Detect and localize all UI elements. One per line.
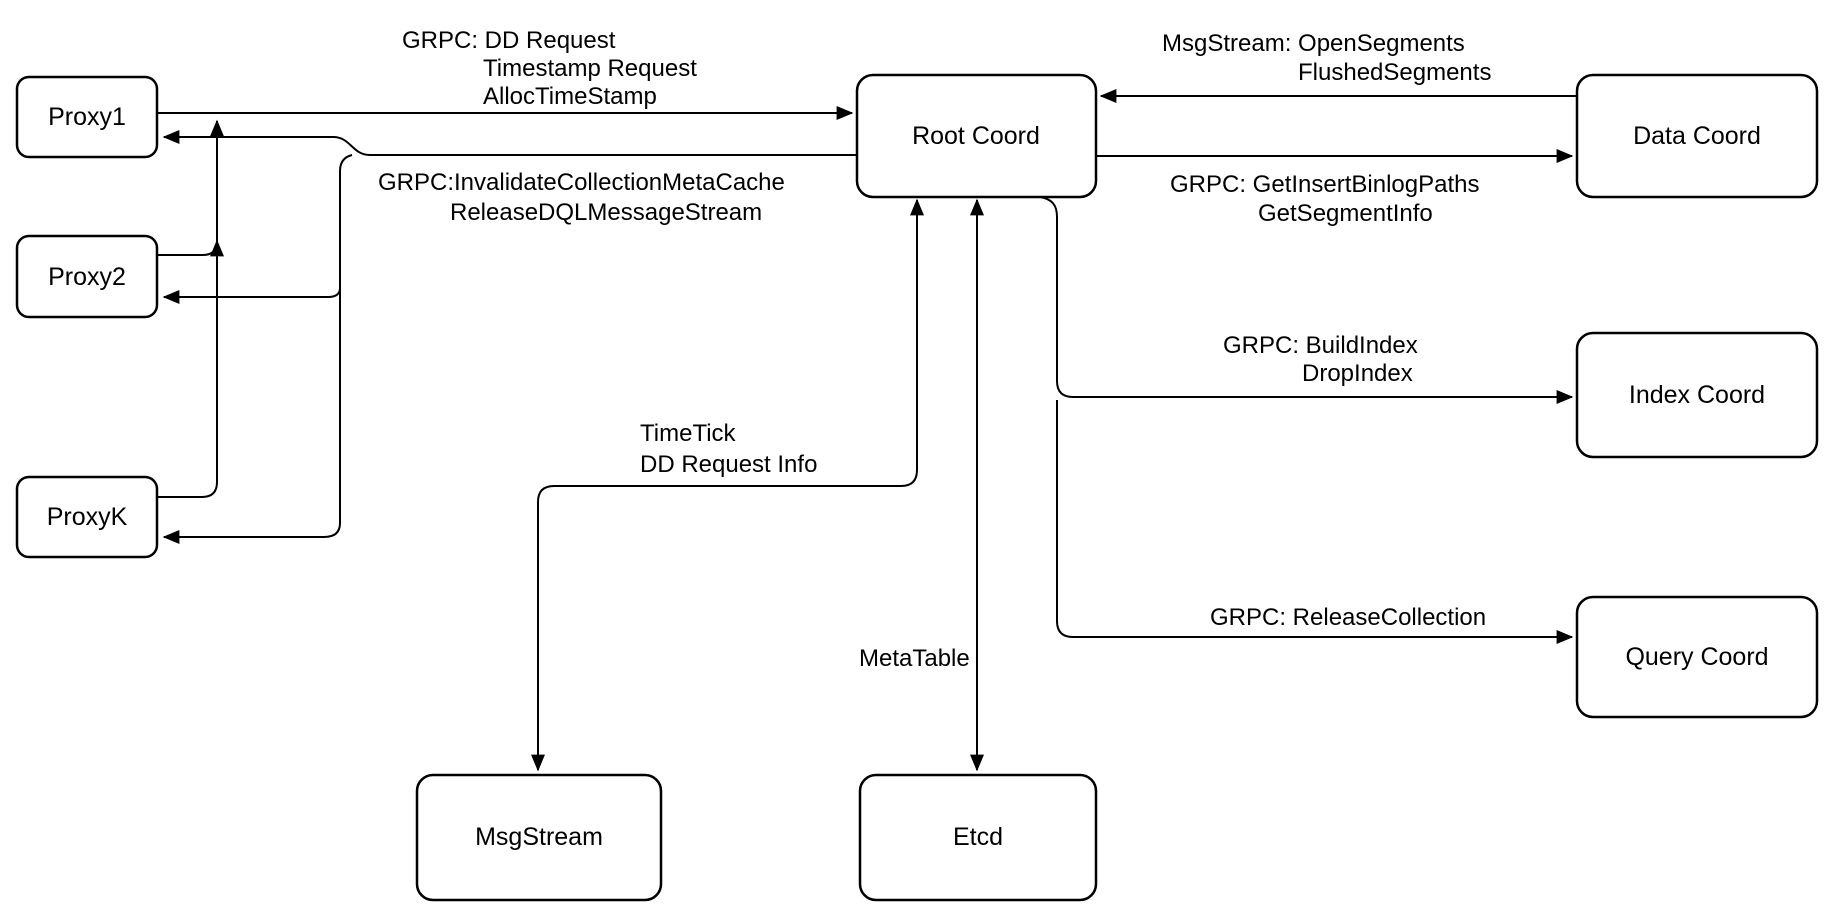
node-index-coord-box — [1575, 331, 1819, 459]
node-query-coord: Query Coord — [1575, 595, 1819, 719]
node-data-coord-box — [1575, 73, 1819, 199]
edge-root-coord-to-proxy2 — [162, 287, 341, 304]
node-proxy1-box — [15, 75, 159, 159]
node-query-coord-label: Query Coord — [1625, 643, 1768, 671]
node-root-coord-box — [855, 73, 1098, 199]
node-proxy2-label: Proxy2 — [48, 263, 126, 291]
node-data-coord-label: Data Coord — [1633, 122, 1761, 150]
node-etcd-label: Etcd — [953, 823, 1003, 851]
node-index-coord: Index Coord — [1575, 331, 1819, 459]
label-msgstream-opensegments-line2: FlushedSegments — [1298, 59, 1491, 86]
edge-proxyk-merge-to-request-line — [157, 119, 224, 498]
node-proxyk-box — [15, 475, 159, 559]
node-index-coord-label: Index Coord — [1629, 381, 1765, 409]
node-proxy2: Proxy2 — [15, 234, 159, 319]
node-root-coord-label: Root Coord — [912, 122, 1040, 150]
label-grpc-getinsertbinlogpaths-line2: GetSegmentInfo — [1258, 200, 1433, 227]
label-grpc-getinsertbinlogpaths-line1: GRPC: GetInsertBinlogPaths — [1170, 171, 1479, 198]
label-grpc-dd-request-line1: GRPC: DD Request — [402, 27, 616, 54]
label-grpc-invalidate-line1: GRPC:InvalidateCollectionMetaCache — [378, 169, 785, 196]
edge-root-coord-to-proxy1 — [162, 130, 857, 156]
node-msg-stream-label: MsgStream — [475, 823, 603, 851]
node-proxyk: ProxyK — [15, 475, 159, 559]
label-grpc-releasecollection: GRPC: ReleaseCollection — [1210, 604, 1486, 631]
node-root-coord: Root Coord — [855, 73, 1098, 199]
node-data-coord: Data Coord — [1575, 73, 1819, 199]
edge-proxy2-merge-to-request-line — [157, 239, 224, 257]
node-proxy1: Proxy1 — [15, 75, 159, 159]
node-etcd-box — [858, 773, 1098, 902]
label-msgstream-opensegments-line1: MsgStream: OpenSegments — [1162, 30, 1465, 57]
edge-root-coord-to-proxyk — [162, 154, 353, 544]
label-grpc-dd-request-line2: Timestamp Request — [483, 55, 697, 82]
node-proxy1-label: Proxy1 — [48, 103, 126, 131]
edge-labels: GRPC: DD Request Timestamp Request Alloc… — [378, 27, 1491, 672]
edge-root-coord-to-query-coord — [1056, 400, 1574, 644]
label-grpc-buildindex-line2: DropIndex — [1302, 360, 1413, 387]
node-query-coord-box — [1575, 595, 1819, 719]
node-etcd: Etcd — [858, 773, 1098, 902]
label-grpc-dd-request-line3: AllocTimeStamp — [483, 83, 657, 110]
node-msg-stream-box — [415, 773, 663, 902]
edge-root-coord-to-index-coord — [1039, 196, 1574, 404]
label-grpc-invalidate-line2: ReleaseDQLMessageStream — [450, 199, 762, 226]
label-timetick-line1: TimeTick — [640, 420, 737, 447]
edges — [157, 89, 1577, 772]
label-timetick-line2: DD Request Info — [640, 451, 817, 478]
label-grpc-buildindex-line1: GRPC: BuildIndex — [1223, 332, 1418, 359]
label-metatable: MetaTable — [859, 645, 970, 672]
nodes: Proxy1 Proxy2 ProxyK Root Coord Data Coo… — [15, 73, 1819, 902]
node-proxyk-label: ProxyK — [47, 503, 128, 531]
node-proxy2-box — [15, 234, 159, 319]
node-msg-stream: MsgStream — [415, 773, 663, 902]
edge-root-coord-to-msg-stream — [531, 198, 924, 772]
